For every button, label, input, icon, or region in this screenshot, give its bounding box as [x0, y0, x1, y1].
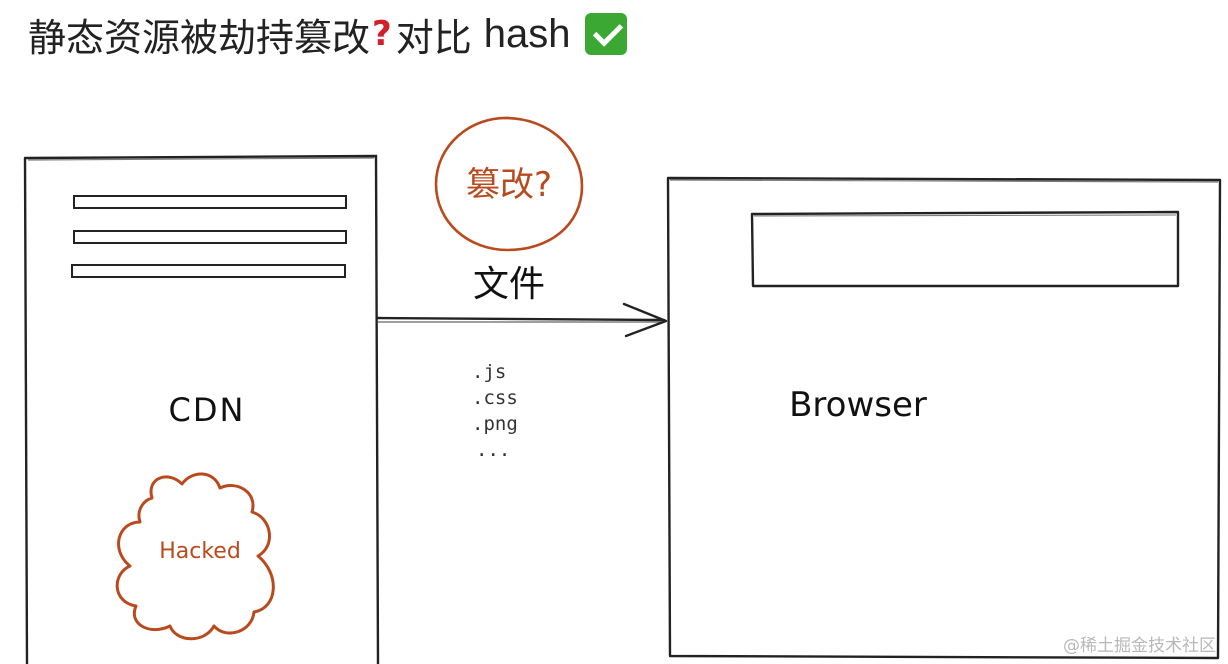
browser-label: Browser [789, 385, 927, 425]
file-type-css: .css [472, 387, 518, 409]
cdn-content-line-1 [73, 195, 347, 209]
transfer-arrow [376, 302, 668, 338]
arrow-label: 文件 [473, 264, 545, 305]
hacked-label: Hacked [159, 539, 241, 564]
check-mark-button-icon [584, 13, 627, 55]
page-title: 静态资源被劫持篡改 ? 对比 hash [28, 6, 627, 62]
watermark: @稀土掘金技术社区 [1063, 636, 1216, 656]
cdn-label: CDN [169, 391, 246, 429]
title-middle: 对比 [395, 15, 472, 60]
browser-box: Browser [666, 176, 1222, 660]
file-type-js: .js [472, 361, 506, 383]
title-prefix: 静态资源被劫持篡改 [28, 15, 371, 60]
cdn-box: CDN [23, 154, 380, 664]
cdn-content-line-2 [73, 230, 347, 244]
file-type-more: ... [476, 439, 510, 461]
question-mark-icon: ? [372, 14, 392, 54]
browser-address-bar [750, 210, 1180, 288]
file-type-png: .png [472, 413, 518, 435]
hacked-cloud: Hacked [115, 472, 275, 641]
tamper-label: 篡改? [466, 165, 552, 205]
title-hash-word: hash [483, 11, 571, 56]
cdn-content-line-3 [71, 264, 346, 278]
file-type-list: .js .css .png ... [472, 361, 518, 461]
tamper-circle: 篡改? [434, 116, 584, 252]
